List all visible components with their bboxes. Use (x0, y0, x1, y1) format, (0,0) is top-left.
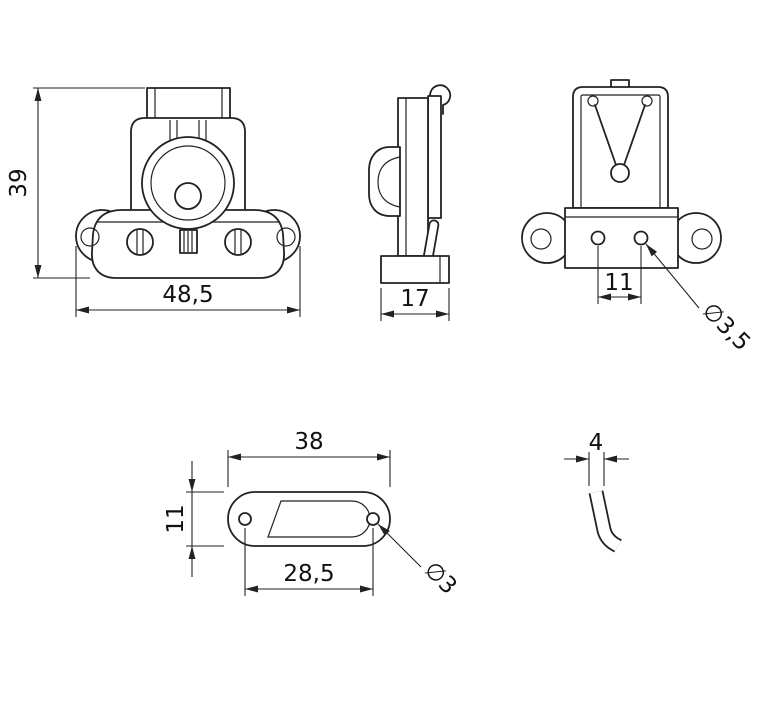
plate-profile-inner (590, 490, 621, 551)
dim-label-plate-height: 11 (163, 504, 189, 533)
latch-body-side (397, 97, 429, 257)
roller-circle (174, 182, 202, 210)
right-ear-hole-rear (691, 228, 713, 250)
dim-latch-side-depth: 17 (380, 286, 450, 321)
dim-label-plate-thickness: 4 (589, 430, 604, 456)
dim-label-depth: 17 (400, 286, 429, 312)
dim-plate-hole-diameter: ∅3 (377, 523, 462, 600)
drum-side (368, 146, 401, 217)
leader-line (377, 523, 422, 568)
dim-rear-hole-spacing: 11 (597, 246, 642, 304)
spring-curl-right (641, 95, 653, 107)
dim-label-plate-hole-diameter: ∅3 (419, 557, 462, 600)
right-screw (224, 228, 252, 256)
drum-side-inner-contour (377, 156, 401, 208)
rear-housing-inner-wall (580, 94, 661, 208)
drum-inner-circle (150, 145, 226, 221)
dim-label-width: 48,5 (162, 282, 213, 308)
dim-label-plate-width: 38 (294, 429, 323, 455)
left-screw (126, 228, 154, 256)
right-ear-hole (276, 227, 296, 247)
base-plate-side (380, 255, 450, 284)
plate-hole-left (238, 512, 252, 526)
strike-plate-outline (227, 491, 391, 547)
dim-label-height: 39 (6, 168, 32, 197)
dim-label-plate-hole-spacing: 28,5 (283, 561, 334, 587)
rear-housing (572, 86, 669, 209)
view-strike-plate (227, 491, 391, 547)
view-latch-side (368, 84, 452, 284)
dim-plate-thickness: 4 (564, 430, 629, 486)
dim-label-hole-diameter: ∅3,5 (697, 298, 755, 356)
dim-latch-front-width: 48,5 (75, 246, 301, 317)
plate-hole-right (366, 512, 380, 526)
latch-top-strap (146, 87, 231, 123)
left-ear-hole (80, 227, 100, 247)
spring-curl-left (587, 95, 599, 107)
base-plate-rear (564, 207, 679, 269)
spring-arm-right (623, 104, 646, 166)
dim-plate-hole-spacing: 28,5 (244, 528, 374, 596)
dim-latch-front-height: 39 (6, 87, 145, 279)
view-latch-rear (521, 79, 722, 269)
mount-hole-right (633, 230, 649, 246)
dim-label-hole-spacing: 11 (604, 270, 633, 296)
left-ear-hole-rear (530, 228, 552, 250)
spring-pivot-circle (610, 163, 630, 183)
spring-arm-left (594, 104, 617, 166)
mount-hole-left (590, 230, 606, 246)
view-latch-front (75, 87, 301, 279)
hook-wire (429, 84, 452, 115)
leader-line (645, 243, 700, 309)
dim-plate-height: 11 (163, 461, 224, 577)
view-strike-plate-side (588, 490, 622, 553)
dim-plate-width: 38 (227, 429, 391, 487)
hook-arm (427, 95, 442, 219)
